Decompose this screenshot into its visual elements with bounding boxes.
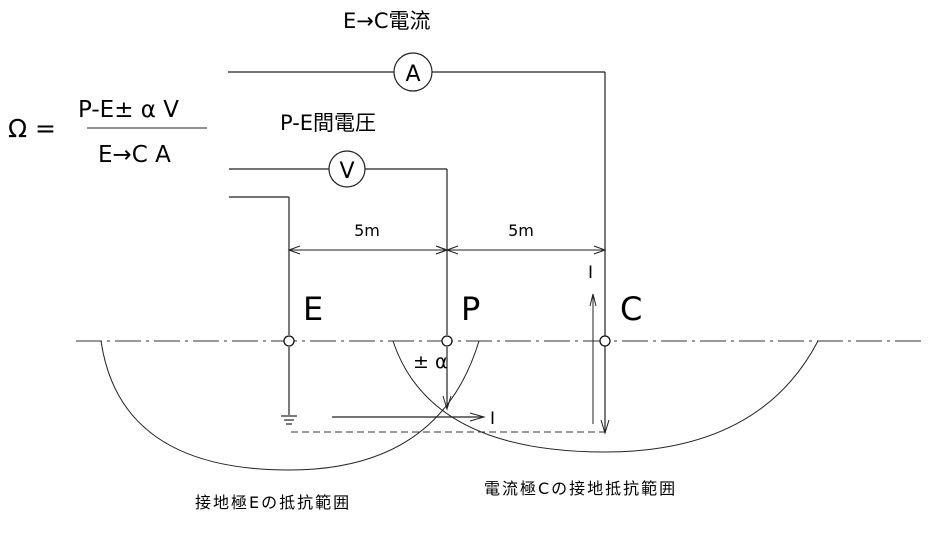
dim-arrow-c	[593, 245, 607, 255]
range-e-caption: 接地極Eの抵抗範囲	[195, 493, 351, 512]
formula-lhs: Ω =	[8, 114, 56, 143]
ammeter-label: A	[405, 62, 420, 87]
distance-pc-label: 5m	[508, 221, 534, 240]
electrode-e-label: E	[303, 290, 323, 328]
electrode-p-label: P	[461, 290, 480, 328]
voltage-title: P-E間電圧	[280, 111, 376, 135]
current-i-bottom-label: I	[490, 409, 495, 429]
electrode-e-icon	[283, 335, 295, 347]
range-arc-c	[392, 340, 819, 453]
c-down-arrow-icon	[600, 419, 610, 435]
formula-denominator: E→C A	[98, 142, 171, 168]
electrode-p-icon	[441, 335, 453, 347]
current-up-arrow-icon	[589, 293, 597, 307]
formula-numerator: P-E± α V	[78, 97, 179, 123]
range-c-caption: 電流極Cの接地抵抗範囲	[484, 479, 677, 498]
dim-arrow-e	[287, 245, 301, 255]
electrode-c-label: C	[620, 290, 642, 328]
plus-minus-alpha-label: ± α	[413, 351, 447, 373]
ground-symbol-icon	[281, 415, 297, 425]
voltmeter-label: V	[339, 159, 354, 184]
current-i-top-label: I	[588, 263, 593, 283]
range-arc-e	[100, 340, 480, 471]
electrode-c-icon	[599, 335, 611, 347]
distance-ep-label: 5m	[354, 221, 380, 240]
current-title: E→C電流	[343, 9, 431, 33]
current-arrow-head-icon	[469, 412, 486, 422]
p-down-arrow-icon	[442, 395, 452, 411]
